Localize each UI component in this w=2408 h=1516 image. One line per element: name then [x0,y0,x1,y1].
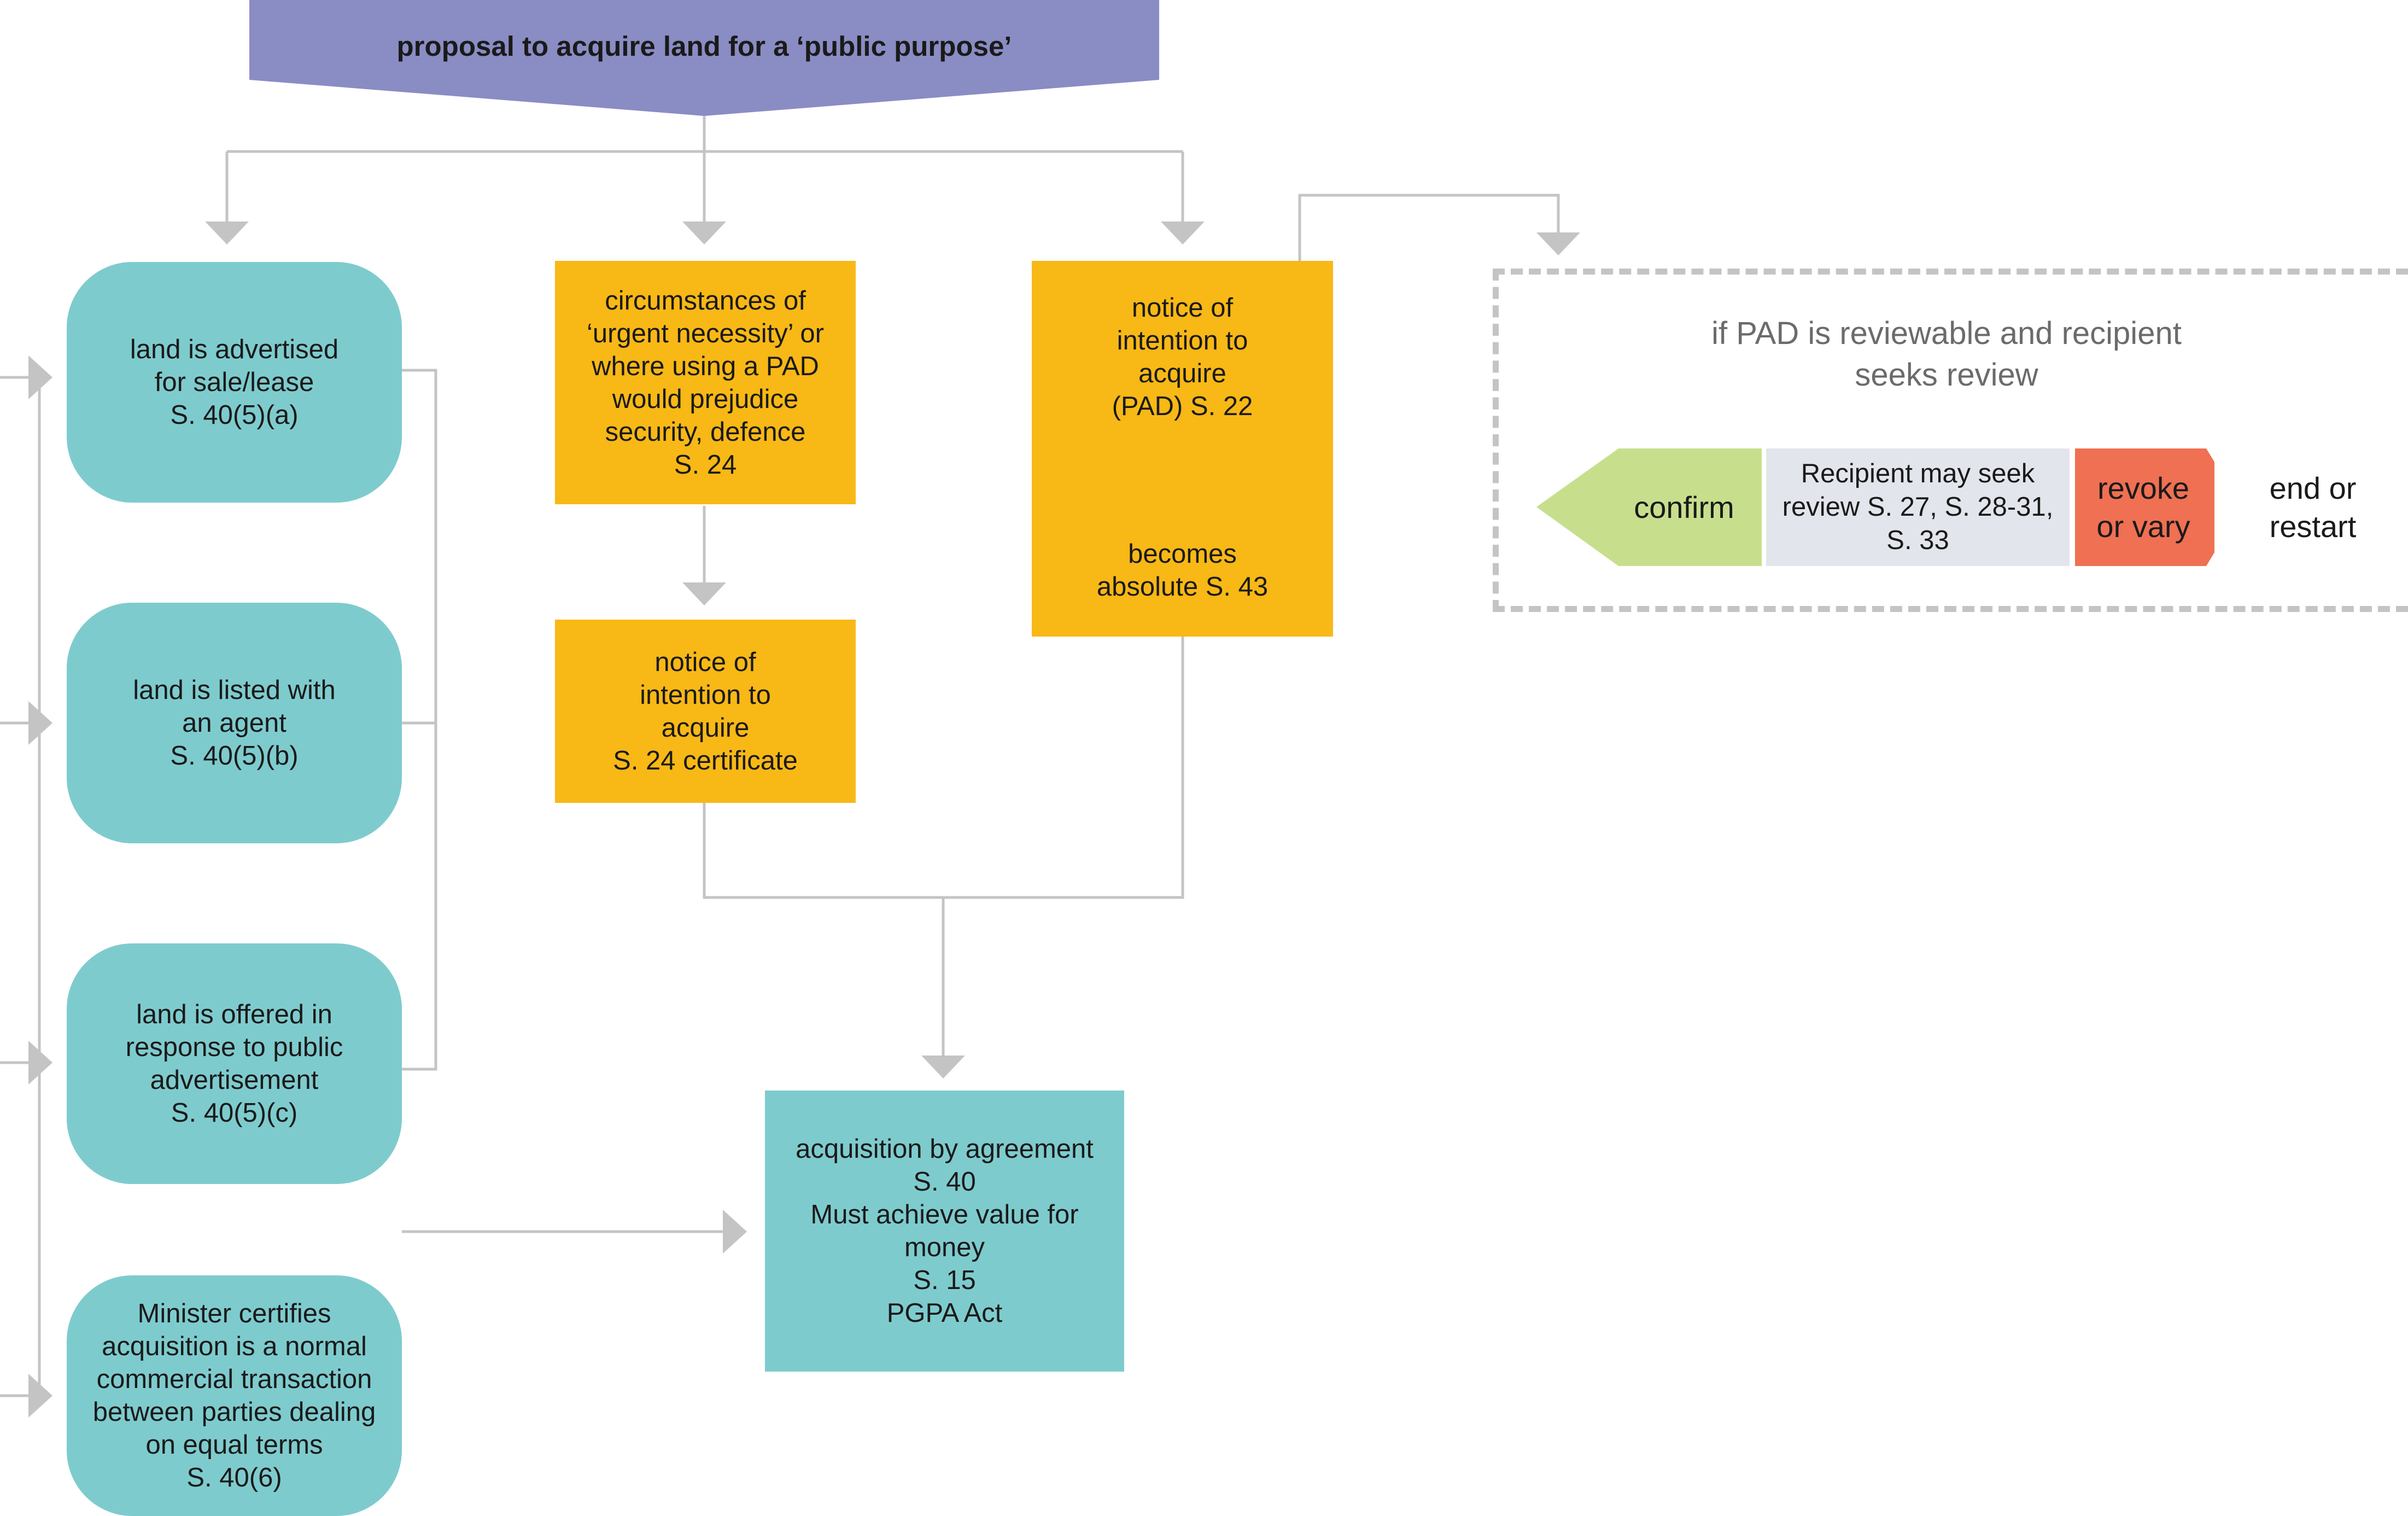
review-title: if PAD is reviewable and recipient seeks… [1711,316,2182,393]
end-or-restart-label: end or restart [2269,470,2357,544]
pad-notice-text: notice of intention to acquire (PAD) S. … [1112,293,1253,421]
arrowhead-pad-box [1161,221,1205,244]
box-listed-with-agent: land is listed with an agent S. 40(5)(b) [67,603,402,843]
confirm-arrow-shape [1536,448,1762,566]
box-offered-public-ad: land is offered in response to public ad… [67,943,402,1184]
arrowhead-review-box [1536,232,1580,255]
arrowhead-notice-box [682,582,726,605]
arrowhead-left-box-2 [28,701,52,745]
arrowhead-left-box-3 [28,1041,52,1084]
revoke-arrow-shape [2075,448,2214,566]
review-steps-shapes [1536,448,2214,566]
box-urgent-necessity: circumstances of ‘urgent necessity’ or w… [555,261,856,504]
arrowhead-urgent-box [682,221,726,244]
arrowhead-left-box-4 [28,1374,52,1418]
arrowhead-agreement-left [723,1210,747,1253]
box-s24-notice: notice of intention to acquire S. 24 cer… [555,620,856,803]
arrowhead-left-box-1 [28,355,52,399]
banner-title: proposal to acquire land for a ‘public p… [396,31,1012,62]
connector-left-bus [0,370,41,1397]
arrowhead-agreement-top [921,1056,965,1078]
confirm-label: confirm [1634,489,1734,524]
connector-pad-to-review [1298,194,1560,261]
review-dashed-box [1493,269,2408,612]
review-step-shape [1766,448,2070,566]
revoke-label: revoke or vary [2096,470,2190,544]
box-pad-notice: notice of intention to acquire (PAD) S. … [1032,261,1333,637]
arrowhead-left-column [205,221,249,244]
review-step-label: Recipient may seek review S. 27, S. 28-3… [1782,459,2054,555]
box-minister-certifies: Minister certifies acquisition is a norm… [67,1275,402,1516]
banner-shape [249,0,1159,116]
connector-left-bracket [402,369,437,1071]
pad-absolute-text: becomes absolute S. 43 [1096,539,1269,602]
box-advertised-for-sale: land is advertised for sale/lease S. 40(… [67,262,402,503]
box-acquisition-by-agreement: acquisition by agreement S. 40 Must achi… [765,1091,1124,1372]
